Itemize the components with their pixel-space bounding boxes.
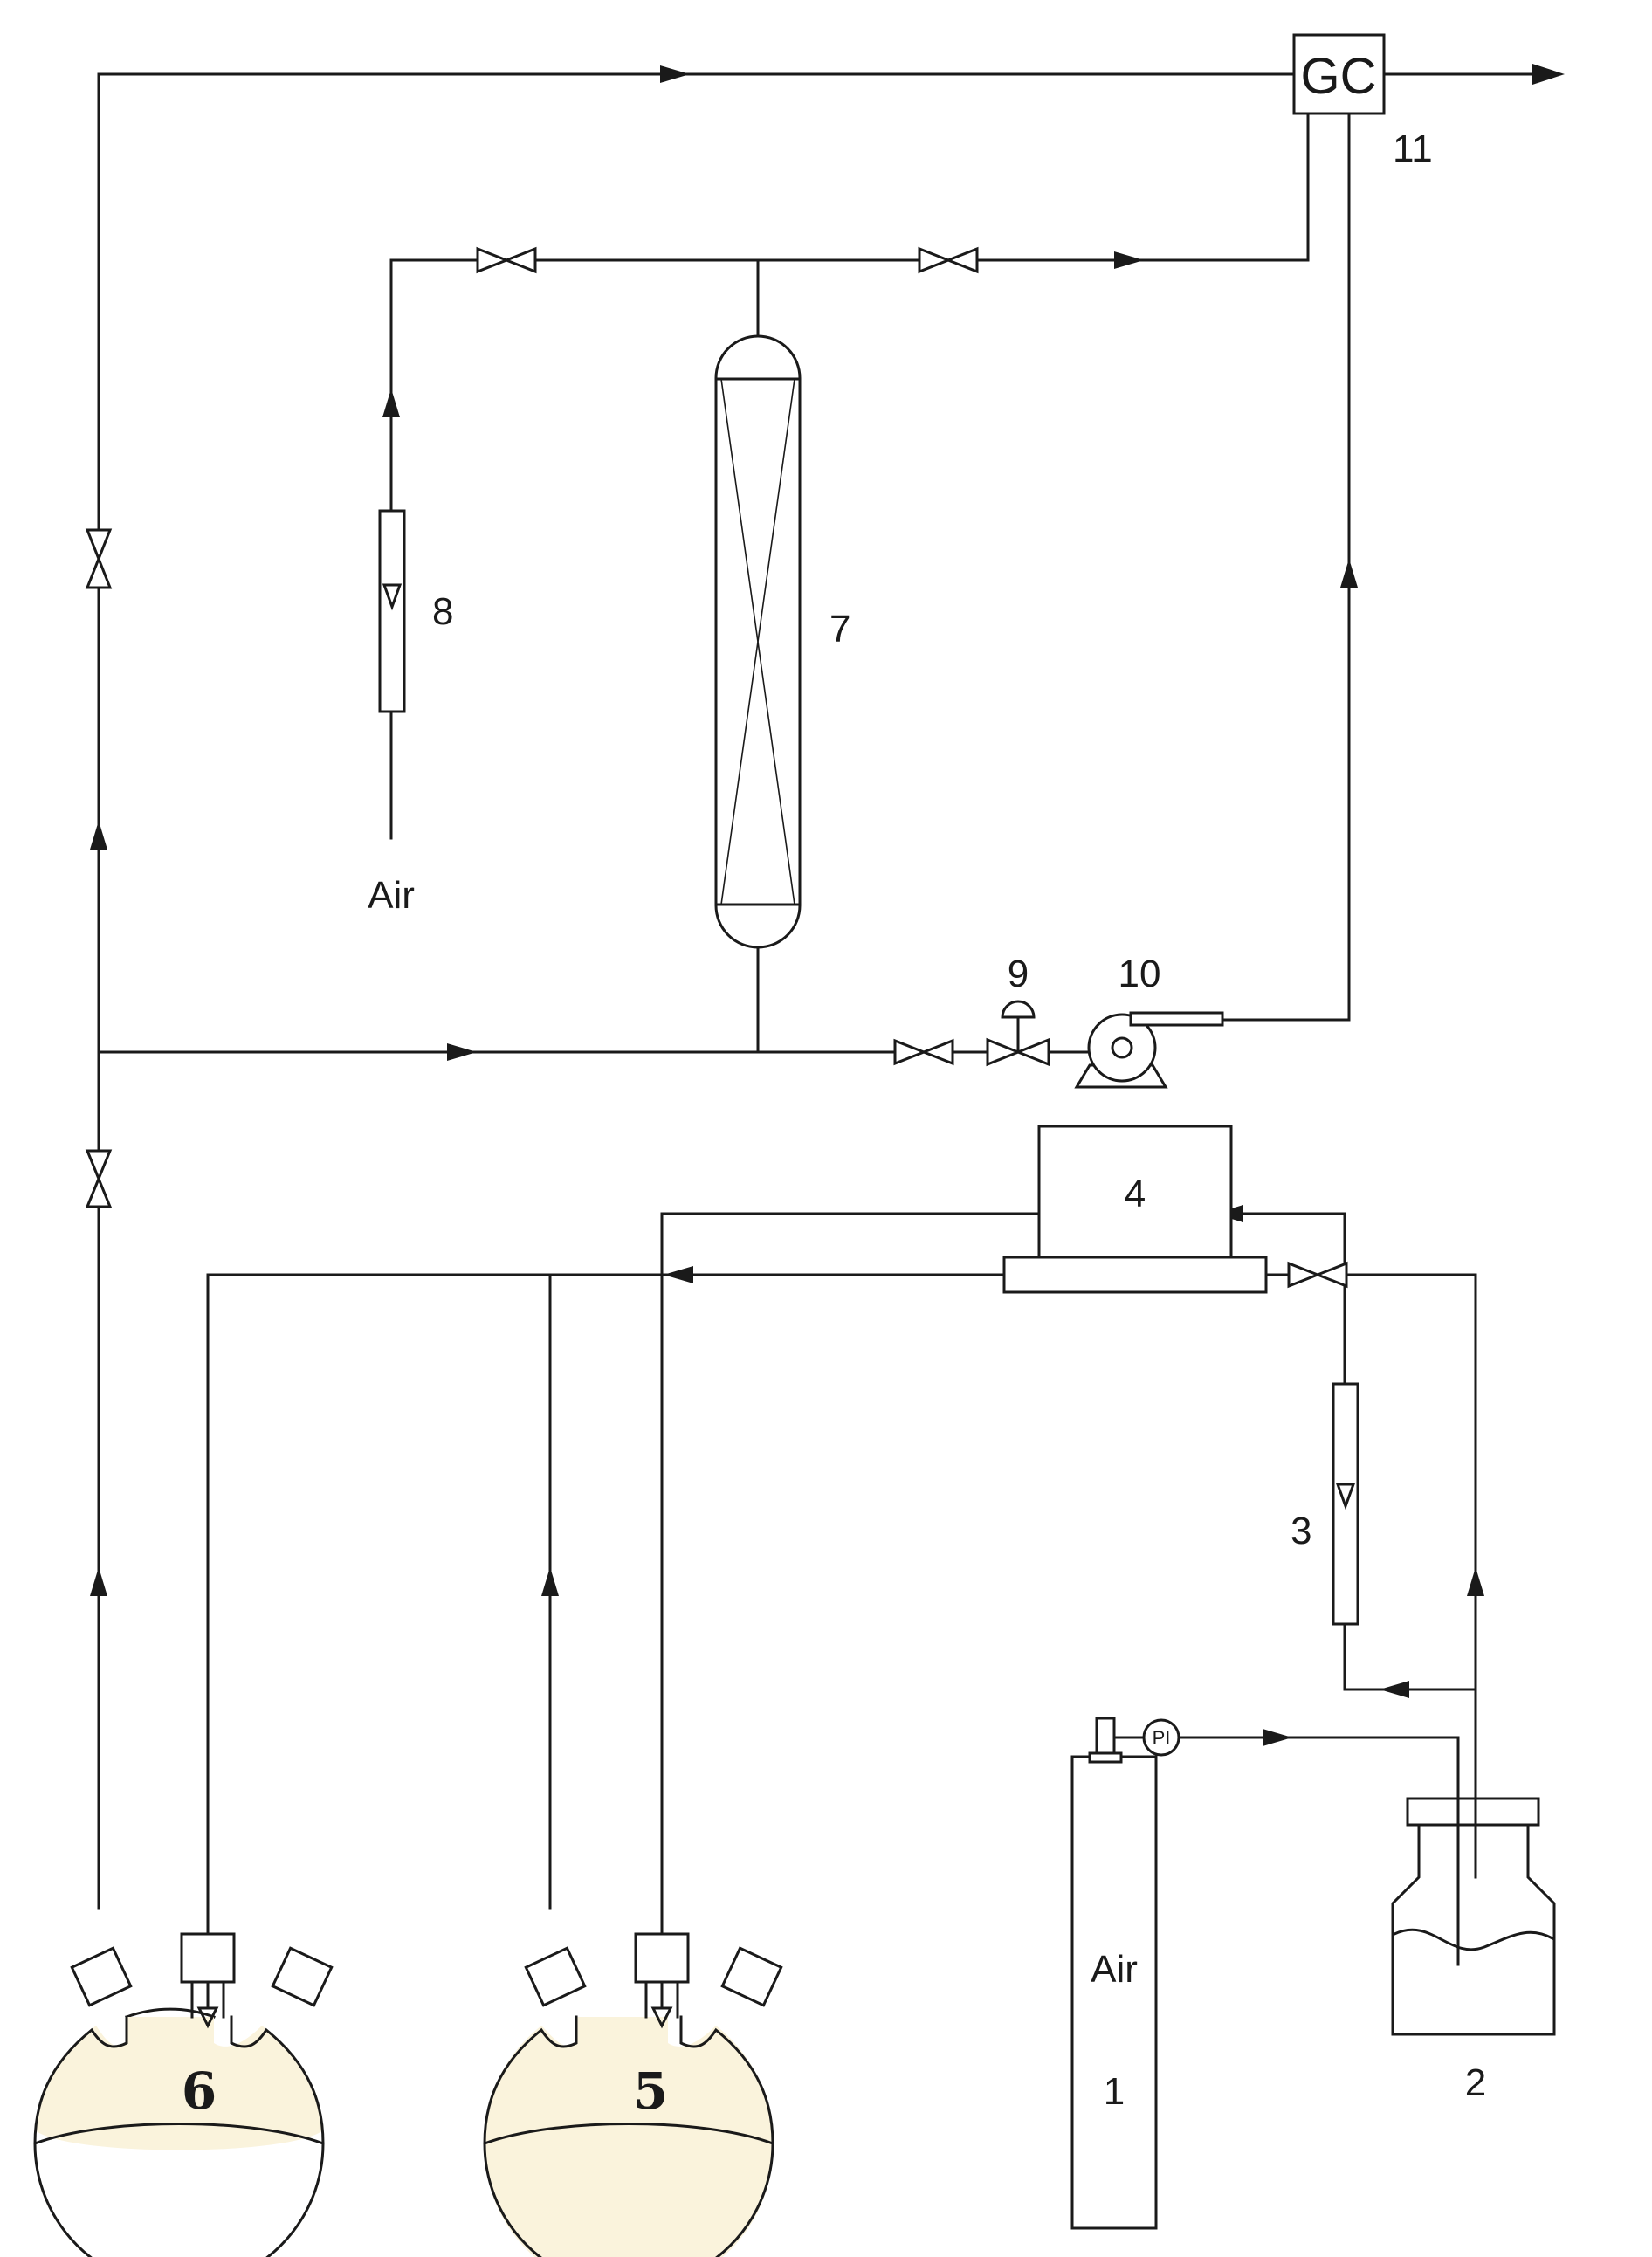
- label-4: 4: [1125, 1173, 1146, 1215]
- pipe-device4-to-flask6: [206, 1273, 1006, 2010]
- arrow-right: [447, 1043, 477, 1061]
- arrow-up: [541, 1567, 559, 1596]
- arrow-up: [1467, 1567, 1484, 1596]
- valve-bypass-bottom: [85, 1149, 113, 1208]
- arrow-right: [1114, 251, 1144, 269]
- arrow-up: [90, 821, 107, 850]
- label-1: 1: [1104, 2070, 1125, 2113]
- valve-bottle-line: [1287, 1261, 1348, 1289]
- air-cylinder: PI: [1070, 1717, 1180, 2230]
- rotameter-8: [378, 509, 406, 713]
- arrow-left: [1380, 1681, 1409, 1698]
- flask-6: [33, 1932, 334, 2257]
- pipe-bottle-to-rotameter3: [1343, 1622, 1477, 1691]
- arrow-right: [1532, 64, 1565, 85]
- arrow-right: [1263, 1729, 1292, 1746]
- flask-5-label: 5: [633, 2061, 668, 2121]
- wash-bottle: [1391, 1797, 1556, 2036]
- label-11: 11: [1393, 127, 1433, 170]
- arrow-up: [90, 1567, 107, 1596]
- label-7: 7: [829, 608, 850, 650]
- arrow-right: [660, 65, 690, 83]
- valve-air-line: [476, 246, 537, 274]
- pipelines: [97, 72, 1556, 2010]
- label-9: 9: [1008, 953, 1029, 995]
- arrow-up: [1340, 559, 1358, 588]
- packed-column: [714, 334, 802, 949]
- rotameter-3: [1332, 1382, 1359, 1626]
- arrow-left: [664, 1266, 693, 1283]
- pipe-pump-to-gc: [1221, 112, 1351, 1022]
- flask-6-label: 6: [182, 2061, 217, 2121]
- flask-5: [483, 1932, 783, 2257]
- pipe-air-to-column: [389, 112, 1310, 840]
- valves: [85, 246, 1348, 1289]
- control-valve: [986, 1000, 1050, 1067]
- pump: [1047, 1011, 1224, 1089]
- pipe-top-bypass: [97, 72, 1296, 1910]
- arrow-up: [382, 389, 400, 417]
- device-4: [1002, 1125, 1268, 1294]
- label-8: 8: [432, 590, 453, 633]
- labels: 11 8 7 Air 9 10 4 3 Air 1 2 6 5: [182, 127, 1486, 2121]
- flow-arrows: [90, 64, 1565, 1746]
- valve-middle-line: [893, 1038, 954, 1066]
- valve-gc-line: [918, 246, 979, 274]
- valve-bypass-top: [85, 528, 113, 589]
- pipe-bottle-to-device4: [1264, 1273, 1477, 1853]
- label-2: 2: [1465, 2061, 1486, 2104]
- air-cylinder-label: Air: [1091, 1948, 1138, 1991]
- pipe-rotameter3-to-flask5: [660, 1212, 1346, 2010]
- air-inlet-label: Air: [368, 874, 415, 917]
- gas-chromatograph: GC: [1292, 33, 1386, 115]
- label-10: 10: [1119, 953, 1161, 995]
- pressure-indicator-label: PI: [1153, 1727, 1171, 1749]
- label-3: 3: [1291, 1510, 1311, 1552]
- gc-label: GC: [1301, 48, 1377, 105]
